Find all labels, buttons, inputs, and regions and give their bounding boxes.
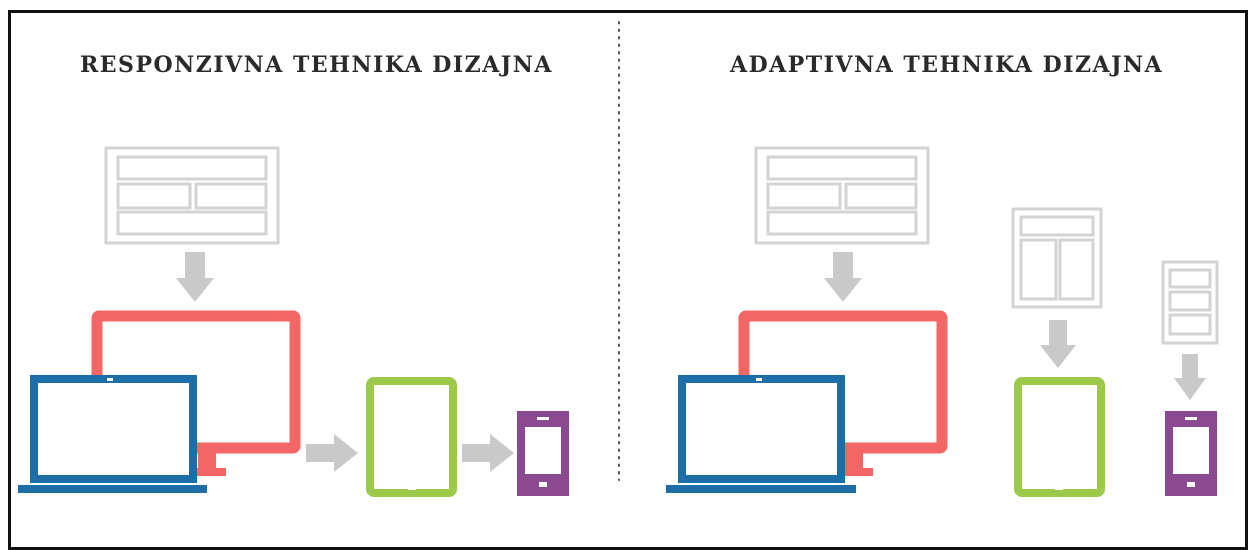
wireframe-layout-icon (754, 146, 930, 245)
gray-arrow-icon (1174, 354, 1206, 400)
wireframe-layout-icon (1011, 207, 1103, 309)
smartphone-icon (1165, 411, 1217, 496)
responsive-section (18, 146, 569, 497)
tablet-icon (1014, 377, 1105, 497)
wireframe-layout-icon (104, 146, 280, 245)
gray-arrow-icon (306, 434, 358, 472)
adaptive-section (666, 146, 1219, 497)
gray-arrow-icon (176, 252, 214, 302)
tablet-icon (366, 377, 457, 497)
smartphone-icon (517, 411, 569, 496)
diagram-artwork (18, 21, 1219, 497)
wireframe-layout-icon (1161, 260, 1219, 345)
adaptive-title: ADAPTIVNA TEHNIKA DIZAJNA (730, 52, 1164, 78)
gray-arrow-icon (462, 434, 514, 472)
gray-arrow-icon (824, 252, 862, 302)
responsive-title: RESPONZIVNA TEHNIKA DIZAJNA (80, 52, 553, 78)
laptop-icon (18, 375, 207, 493)
gray-arrow-icon (1040, 320, 1076, 368)
laptop-icon (666, 375, 856, 493)
